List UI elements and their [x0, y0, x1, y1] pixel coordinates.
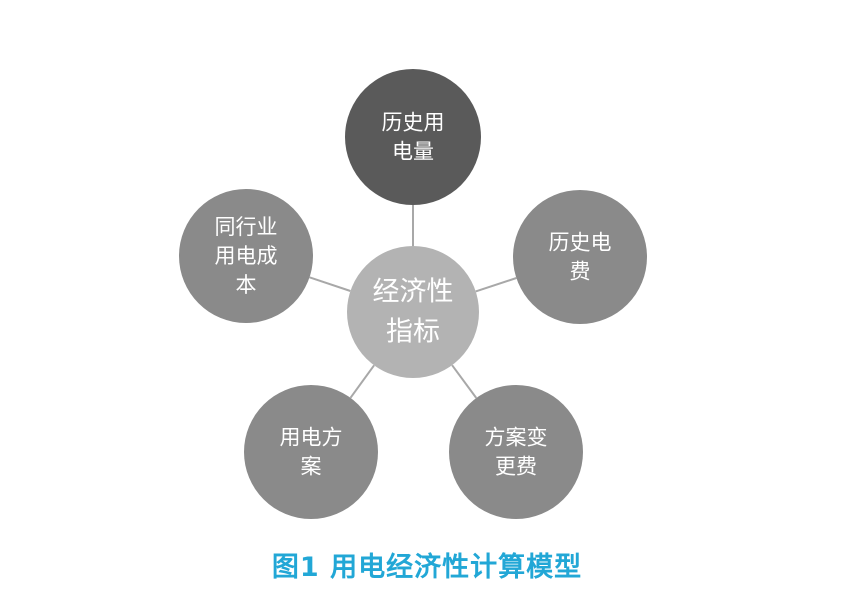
node-plan-variable-fee-label-line: 更费 [495, 455, 537, 479]
node-history-usage-label-line: 电量 [392, 140, 434, 164]
node-plan-variable-fee-label-line: 方案变 [485, 426, 548, 450]
connector-industry-cost [309, 276, 351, 292]
center-node-economic-indicator-circle [347, 246, 479, 378]
node-industry-cost-label-line: 用电成 [215, 244, 278, 268]
node-plan-variable-fee-circle [449, 385, 583, 519]
center-node-economic-indicator-label-line: 经济性 [373, 277, 454, 308]
node-history-fee-circle [513, 190, 647, 324]
node-power-plan-label-line: 用电方 [280, 426, 343, 450]
node-industry-cost-label-line: 同行业 [215, 215, 278, 239]
node-industry-cost-circle [179, 189, 313, 323]
figure-caption: 图1 用电经济性计算模型 [271, 552, 583, 583]
center-node-economic-indicator-label-line: 指标 [386, 317, 440, 348]
connector-plan-variable-fee [451, 364, 478, 399]
node-power-plan-label-line: 案 [301, 455, 322, 479]
node-history-usage-label-line: 历史用 [382, 111, 445, 135]
connectors [309, 205, 517, 399]
nodes: 历史用电量历史电费方案变更费用电方案同行业用电成本经济性指标 [179, 69, 647, 519]
node-history-fee-label-line: 费 [570, 260, 591, 284]
node-history-fee-label-line: 历史电 [549, 231, 612, 255]
connector-power-plan [349, 364, 375, 399]
node-power-plan-circle [244, 385, 378, 519]
node-industry-cost-label-line: 本 [236, 273, 257, 297]
node-history-usage-circle [345, 69, 481, 205]
connector-history-fee [475, 277, 517, 293]
